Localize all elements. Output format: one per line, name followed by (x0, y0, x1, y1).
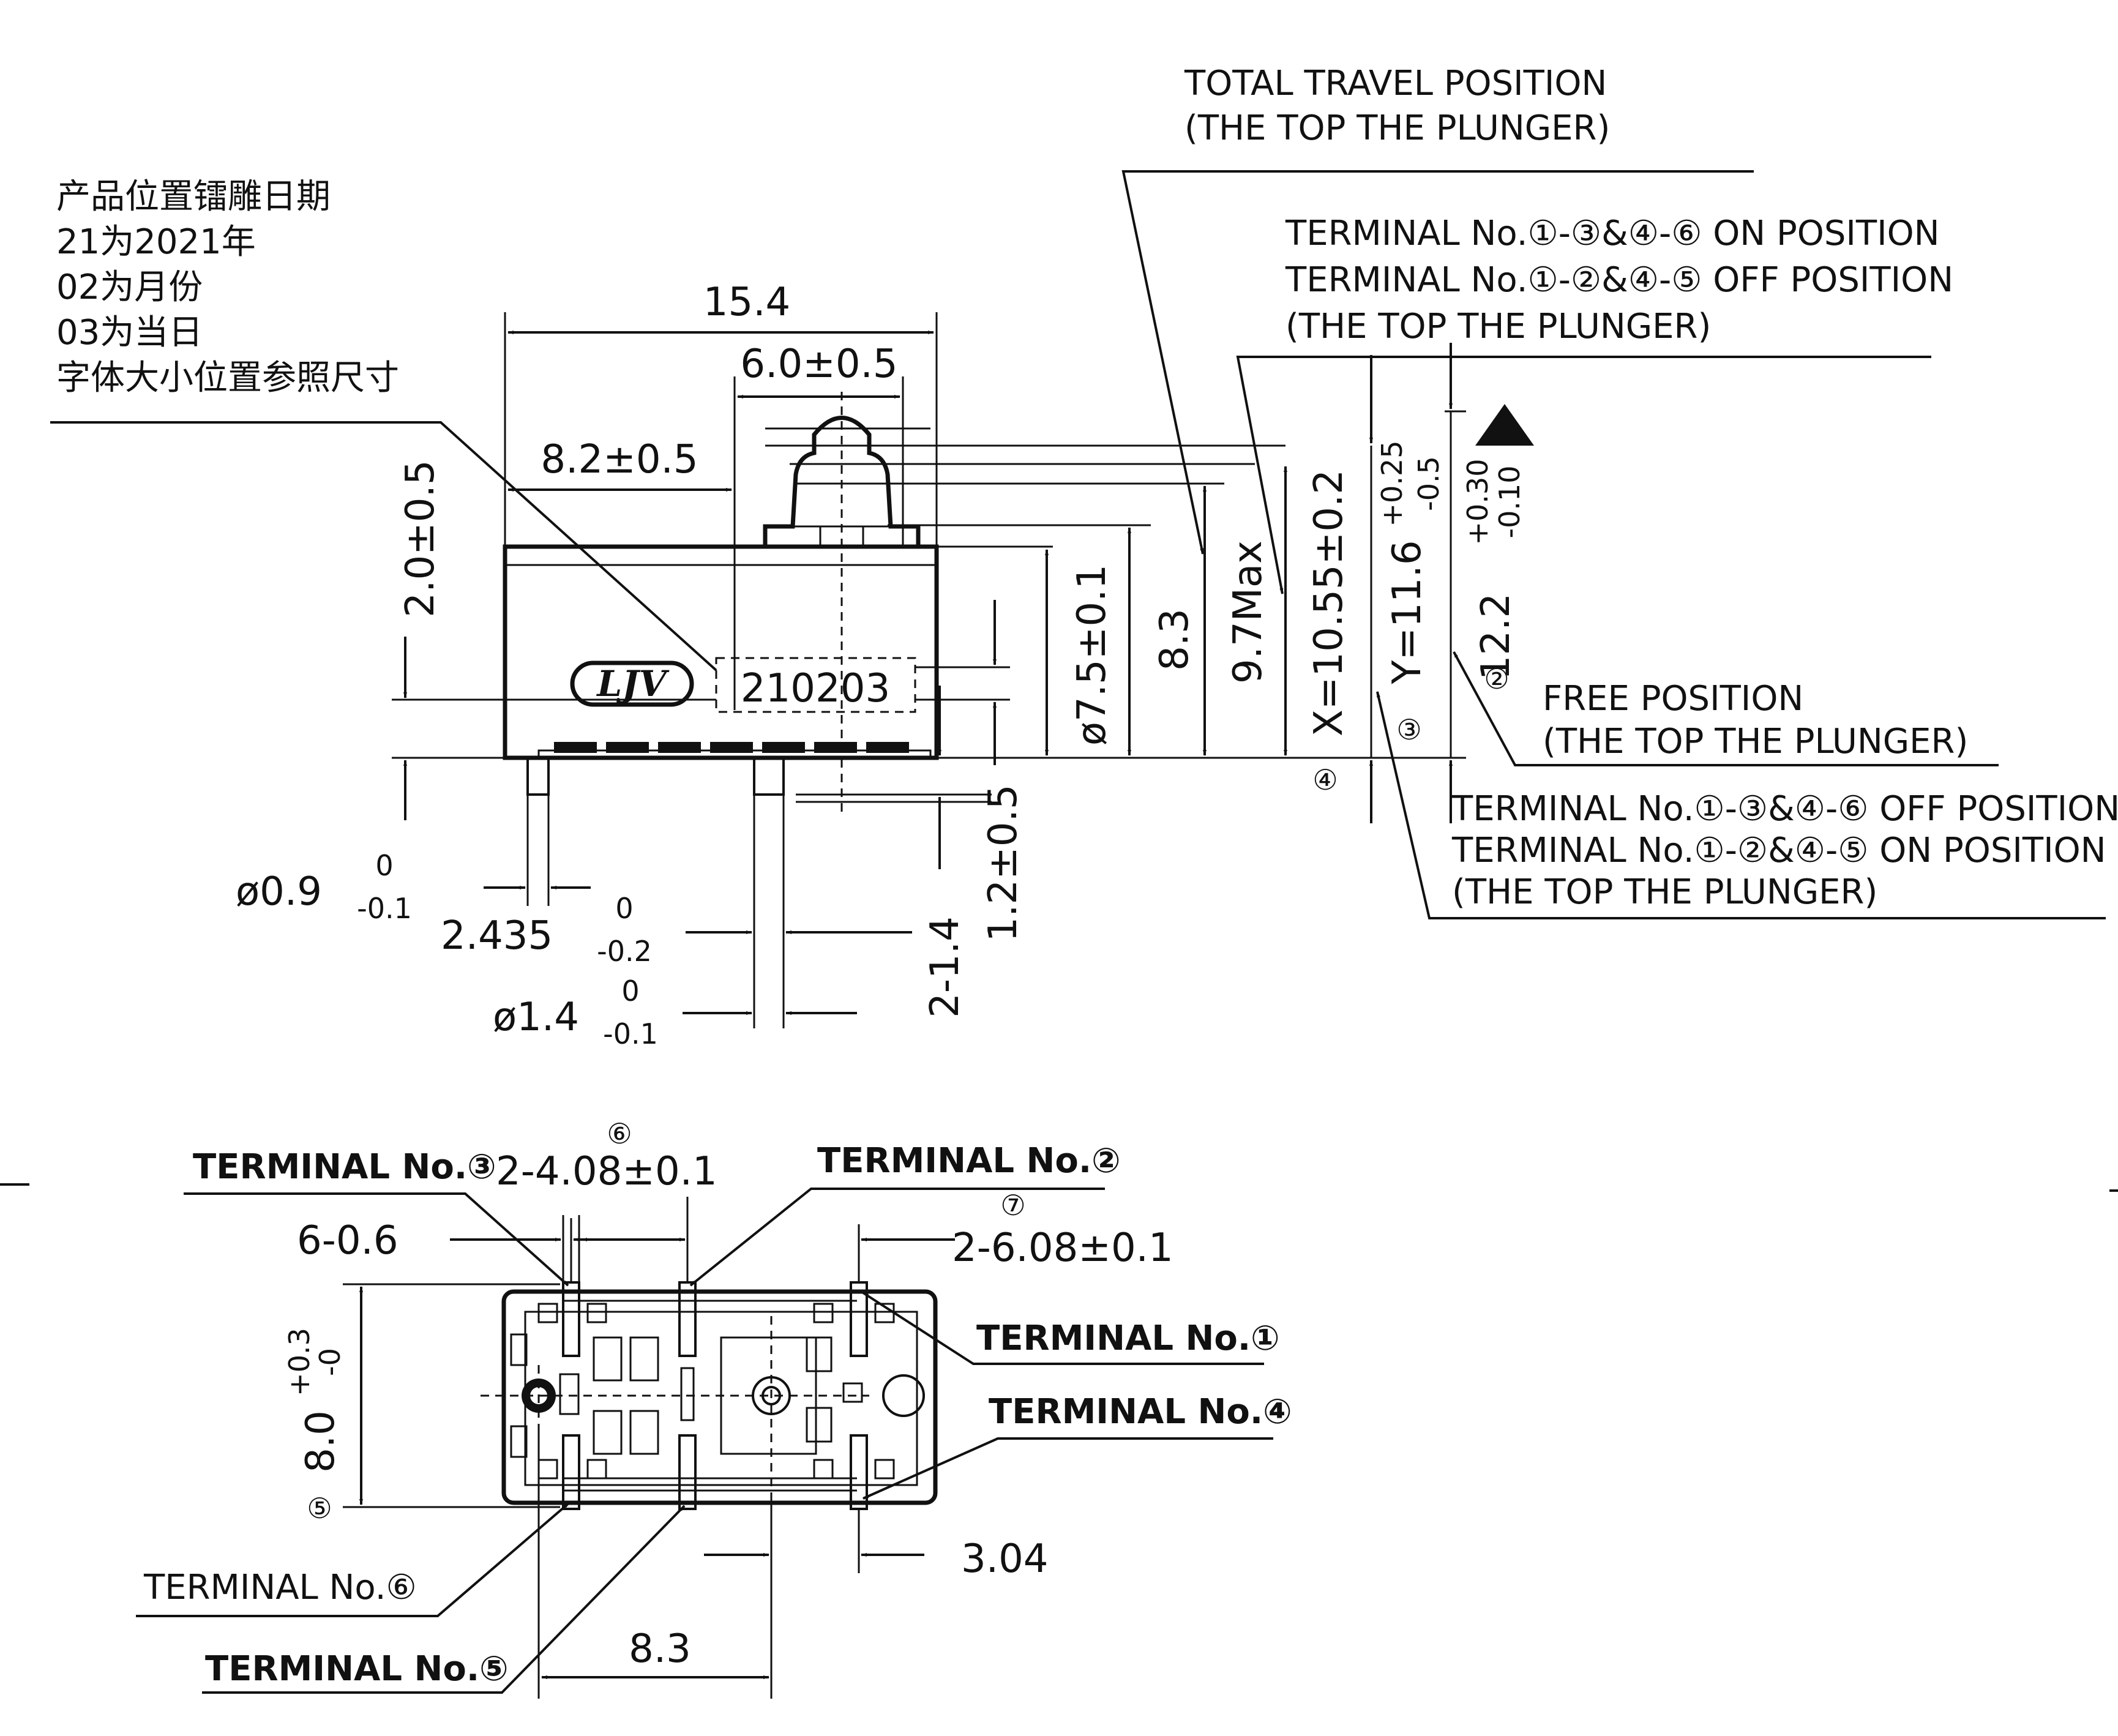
logo-text: LJV (596, 663, 669, 705)
dim-width: 15.4 (703, 280, 791, 325)
terminal-4-label: TERMINAL No.④ (989, 1392, 1292, 1432)
on-position-line-2: TERMINAL No.①-②&④-⑤ OFF POSITION (1285, 260, 1953, 300)
on-position-line-3: (THE TOP THE PLUNGER) (1285, 307, 1711, 346)
marking-notes: 产品位置镭雕日期 21为2021年 02为月份 03为当日 字体大小位置参照尺寸 (50, 177, 717, 672)
terminal-1-label: TERMINAL No.① (976, 1319, 1280, 1358)
logo-badge (570, 660, 694, 707)
note-line-5: 字体大小位置参照尺寸 (56, 358, 399, 398)
note-line-4: 03为当日 (56, 313, 203, 353)
dim-pin: ø0.9 (236, 869, 322, 915)
terminal-2-label: TERMINAL No.② (817, 1141, 1121, 1181)
dim-y-tol-lower: -0.5 (1412, 456, 1445, 511)
pin-left (526, 757, 550, 796)
dim-12-2-tol-lower: -0.10 (1493, 465, 1526, 538)
dim-pitch-tol-upper: 0 (615, 892, 633, 925)
total-travel-leader (1121, 170, 1754, 555)
switch-bottom-view (481, 1281, 938, 1510)
switch-side-view: LJV 210203 (503, 392, 939, 814)
dim-12-2: 12.2 (1473, 593, 1519, 681)
dim-pin-tol-upper: 0 (375, 849, 393, 882)
dim-bottom-span: 3.04 (961, 1536, 1049, 1582)
terminal-6-label: TERMINAL No.⑥ (143, 1568, 417, 1607)
circled-3-y: ③ (1396, 713, 1421, 746)
plunger (763, 416, 921, 547)
dim-12-2-tol-upper: +0.30 (1461, 459, 1494, 545)
bottom-housing (501, 1289, 938, 1505)
bottom-pads (510, 1303, 895, 1480)
circled-4-x: ④ (1312, 763, 1338, 796)
terminal-5-pad (678, 1434, 697, 1510)
dim-offset: 8.2±0.5 (541, 437, 698, 482)
terminal-3-label: TERMINAL No.③ (193, 1147, 496, 1187)
side-dimensions: 15.4 6.0±0.5 8.2±0.5 2.0±0.5 ø7.5±0.1 8.… (236, 280, 1534, 1050)
dim-terminal-width: 6-0.6 (297, 1218, 399, 1263)
dim-depth-tol-upper: +0.3 (283, 1328, 316, 1396)
dim-1-2: 1.2±0.5 (981, 784, 1026, 941)
dim-pin2-tol-lower: -0.1 (603, 1017, 658, 1050)
off-position-line-1: TERMINAL No.①-③&④-⑥ OFF POSITION (1451, 789, 2118, 829)
note-leader (50, 421, 717, 672)
dim-pin2: ø1.4 (493, 995, 579, 1040)
off-position-leader (1376, 691, 2106, 919)
dim-depth-tol-lower: -0 (313, 1348, 346, 1376)
off-position-line-3: (THE TOP THE PLUNGER) (1452, 872, 1877, 912)
reference-triangle-icon (1475, 404, 1534, 446)
dim-2-1-4: 2-1.4 (922, 916, 968, 1018)
off-position-line-2: TERMINAL No.①-②&④-⑤ ON POSITION (1451, 831, 2106, 870)
base-bumps (554, 742, 909, 753)
terminal-5-label: TERMINAL No.⑤ (205, 1649, 509, 1689)
dim-2-0: 2.0±0.5 (398, 460, 443, 617)
on-position-leader (1236, 356, 1931, 594)
circled-6-pitch: ⑥ (607, 1117, 632, 1150)
date-code-box (715, 657, 916, 713)
total-travel-line-1: TOTAL TRAVEL POSITION (1184, 64, 1607, 103)
pin-right (753, 757, 785, 796)
total-travel-line-2: (THE TOP THE PLUNGER) (1184, 108, 1610, 148)
dim-terminal-pitch: 2-4.08±0.1 (496, 1149, 717, 1194)
dim-7-5: ø7.5±0.1 (1069, 564, 1115, 746)
free-position-line-1: FREE POSITION (1543, 679, 1803, 719)
dim-pitch: 2.435 (441, 913, 553, 959)
dim-pin2-tol-upper: 0 (621, 975, 639, 1008)
note-line-1: 产品位置镭雕日期 (56, 177, 331, 217)
circled-2-h: ② (1484, 662, 1509, 695)
switch-body (503, 544, 939, 760)
dim-8-3: 8.3 (1152, 608, 1197, 671)
on-position-line-1: TERMINAL No.①-③&④-⑥ ON POSITION (1285, 214, 1940, 253)
note-line-2: 21为2021年 (56, 222, 256, 262)
terminal-labels: TERMINAL No.③ TERMINAL No.② TERMINAL No.… (136, 1141, 1292, 1694)
note-line-3: 02为月份 (56, 268, 203, 307)
dim-plunger: 6.0±0.5 (740, 342, 897, 387)
terminal-6-pad (562, 1434, 580, 1510)
free-position-leader (1453, 651, 1999, 766)
date-code: 210203 (741, 666, 890, 711)
dim-9-7: 9.7Max (1226, 541, 1271, 684)
dim-terminal-pitch-2: 2-6.08±0.1 (952, 1225, 1173, 1271)
position-callouts: TOTAL TRAVEL POSITION (THE TOP THE PLUNG… (1121, 64, 2118, 919)
bottom-dimensions: 2-4.08±0.1 ⑥ 6-0.6 2-6.08±0.1 ⑦ 8.0 +0.3… (283, 1117, 1173, 1699)
circled-7: ⑦ (1000, 1189, 1025, 1222)
dim-depth: 8.0 (298, 1410, 343, 1473)
dim-pitch-tol-lower: -0.2 (597, 935, 652, 968)
dim-y: Y=11.6 (1385, 540, 1430, 684)
circled-5-depth: ⑤ (307, 1492, 332, 1525)
dim-x: X=10.55±0.2 (1306, 470, 1352, 736)
bottom-hole-right (882, 1374, 925, 1417)
free-position-line-2: (THE TOP THE PLUNGER) (1543, 722, 1968, 761)
dim-pin-tol-lower: -0.1 (357, 892, 412, 925)
dim-y-tol-upper: +0.25 (1375, 441, 1409, 527)
dim-bottom-total: 8.3 (629, 1626, 691, 1672)
